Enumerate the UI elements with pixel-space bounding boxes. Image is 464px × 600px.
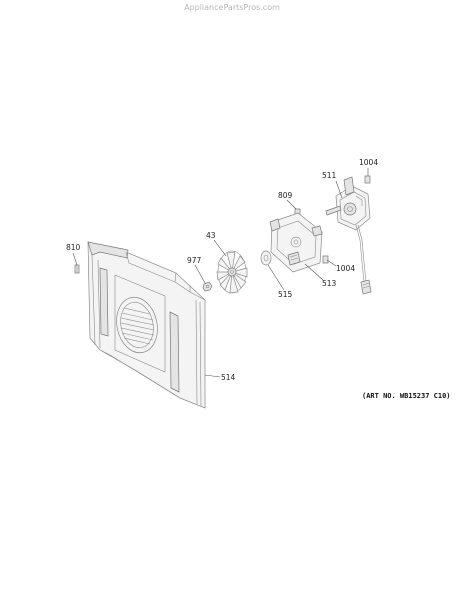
leader-lines	[72, 168, 369, 378]
fan-motor-511	[325, 176, 372, 295]
callout-514: 514	[221, 373, 236, 382]
callout-977: 977	[187, 256, 202, 265]
nut-977	[202, 281, 213, 292]
screw-1004-middle	[322, 255, 329, 264]
callout-labels: 810 977 43 809 511 1004 1004 515 513 514	[66, 158, 378, 382]
art-number: (ART NO. WB15237 C10)	[362, 392, 451, 400]
callout-513: 513	[322, 279, 337, 288]
watermark-text: AppliancePartsPros.com	[184, 3, 280, 12]
fan-blade-43	[216, 250, 248, 294]
callout-43: 43	[206, 231, 216, 240]
callout-1004-middle: 1004	[336, 264, 355, 273]
callout-1004-top: 1004	[359, 158, 378, 167]
spacer-515	[260, 250, 272, 266]
callout-515: 515	[278, 290, 293, 299]
callout-810: 810	[66, 243, 81, 252]
screw-810	[74, 264, 80, 274]
screw-1004-top	[364, 175, 371, 184]
fan-cover-panel	[87, 241, 206, 409]
callout-809: 809	[278, 191, 293, 200]
motor-bracket-513	[269, 212, 323, 273]
callout-511: 511	[322, 171, 337, 180]
